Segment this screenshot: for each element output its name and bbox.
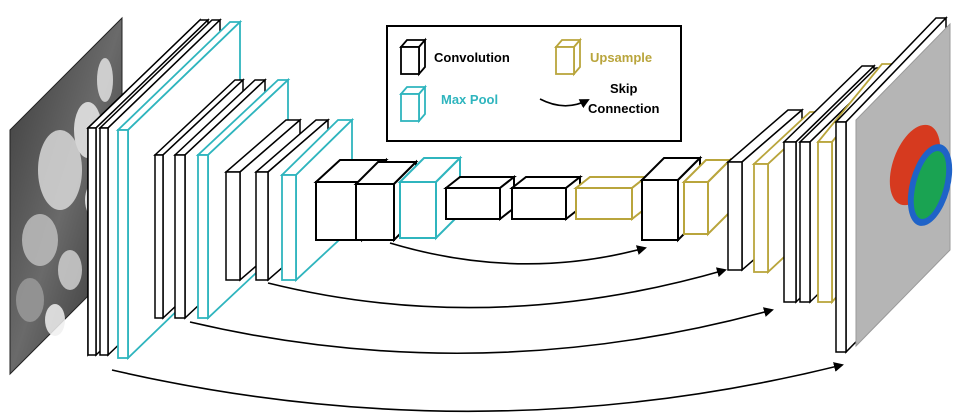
legend-box (386, 25, 682, 142)
legend-convolution-label: Convolution (434, 50, 510, 65)
skip-connection-arrow (189, 307, 774, 354)
decoder-level-4 (639, 155, 733, 243)
bottleneck (443, 174, 649, 222)
legend: Convolution Upsample Max Pool Skip Conne… (386, 25, 682, 142)
legend-maxpool-label: Max Pool (441, 92, 498, 107)
conv-block (509, 174, 583, 222)
input-mri-image (9, 16, 123, 376)
legend-upsample-label: Upsample (590, 50, 652, 65)
output-segmentation-image (855, 22, 953, 348)
skip-connections (111, 242, 844, 413)
skip-connection-arrow (267, 267, 727, 309)
legend-skip-label-line2: Connection (588, 101, 660, 116)
upsample-cube (681, 157, 733, 237)
skip-connection-arrow (389, 242, 647, 265)
conv-block (443, 174, 517, 222)
skip-arrow-icon (539, 98, 590, 109)
convolution-icon (399, 37, 427, 77)
upsample-block (573, 174, 649, 222)
skip-connection-arrow (111, 362, 844, 413)
encoder-level-4 (313, 155, 463, 243)
upsample-icon (554, 37, 582, 77)
legend-skip-label-line1: Skip (610, 81, 638, 96)
maxpool-icon (399, 84, 427, 124)
